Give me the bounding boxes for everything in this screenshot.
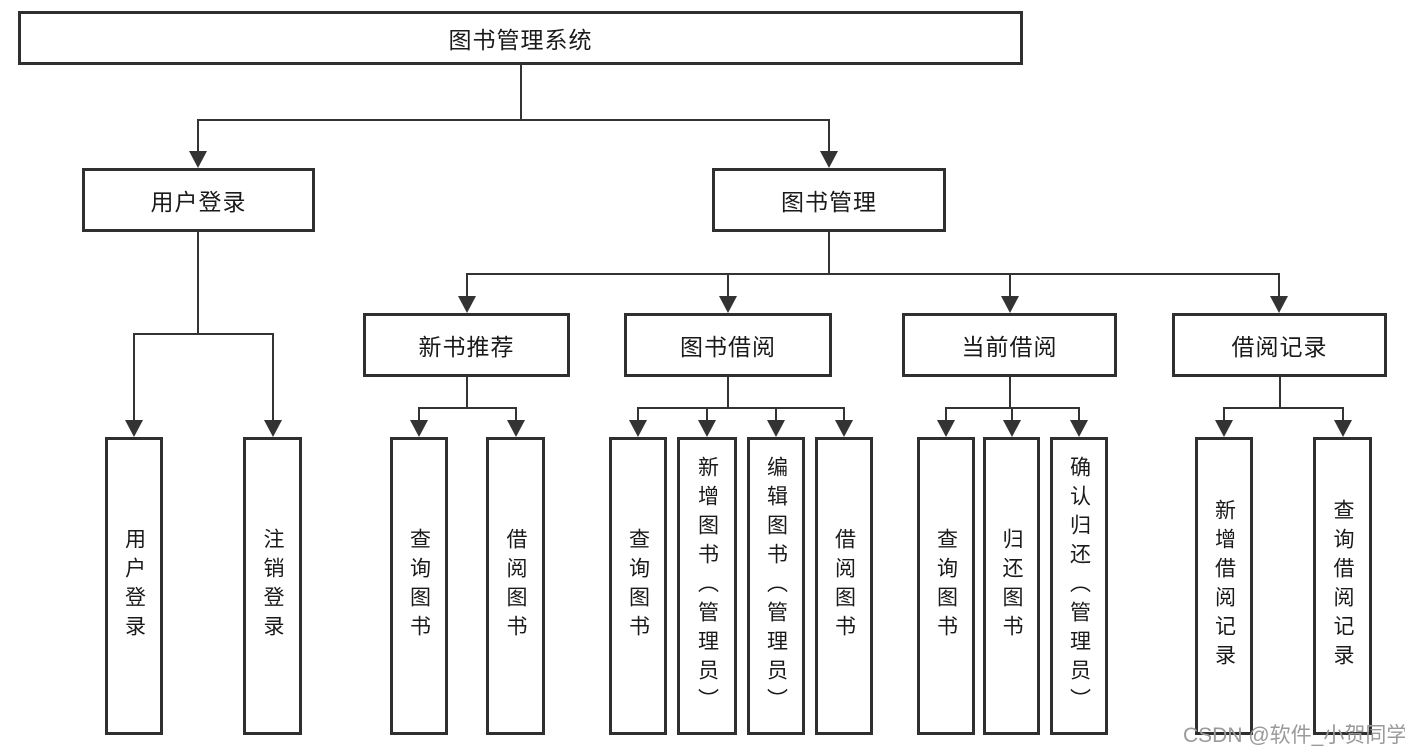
- leaf-add-borrow-record-label: 新增借阅记录: [1212, 499, 1236, 673]
- connector-line: [197, 119, 199, 153]
- arrowhead-down-icon: [629, 420, 647, 437]
- node-new-book-recommend-label: 新书推荐: [418, 334, 515, 360]
- arrowhead-down-icon: [264, 420, 282, 437]
- connector-line: [727, 377, 729, 409]
- connector-line: [515, 407, 517, 421]
- arrowhead-down-icon: [458, 296, 476, 313]
- arrowhead-down-icon: [835, 420, 853, 437]
- arrowhead-down-icon: [1270, 296, 1288, 313]
- leaf-borrow-books: 借阅图书: [815, 437, 873, 735]
- node-root: 图书管理系统: [18, 11, 1023, 65]
- connector-line: [1279, 377, 1281, 409]
- connector-line: [133, 333, 135, 421]
- connector-line: [706, 407, 708, 421]
- connector-line: [466, 273, 1280, 275]
- connector-line: [418, 407, 517, 409]
- connector-line: [1278, 273, 1280, 298]
- connector-line: [197, 119, 830, 121]
- leaf-query-books-borrow-label: 查询图书: [626, 528, 650, 644]
- leaf-query-books-current-label: 查询图书: [934, 528, 958, 644]
- leaf-return-books-label: 归还图书: [1000, 528, 1023, 644]
- arrowhead-down-icon: [1334, 420, 1352, 437]
- connector-line: [1223, 407, 1344, 409]
- leaf-user-login: 用户登录: [105, 437, 163, 735]
- connector-line: [727, 273, 729, 298]
- arrowhead-down-icon: [189, 151, 207, 168]
- node-current-borrow: 当前借阅: [902, 313, 1117, 377]
- leaf-query-books-borrow: 查询图书: [609, 437, 667, 735]
- leaf-borrow-books-label: 借阅图书: [832, 528, 856, 644]
- leaf-confirm-return-admin: 确认归还（管理员）: [1050, 437, 1108, 735]
- connector-line: [775, 407, 777, 421]
- connector-line: [1011, 407, 1013, 421]
- arrowhead-down-icon: [1003, 420, 1021, 437]
- leaf-logout-label: 注销登录: [261, 528, 284, 644]
- connector-line: [945, 407, 947, 421]
- node-new-book-recommend: 新书推荐: [363, 313, 570, 377]
- arrowhead-down-icon: [937, 420, 955, 437]
- leaf-logout: 注销登录: [243, 437, 302, 735]
- connector-line: [1009, 377, 1011, 409]
- node-book-borrow-label: 图书借阅: [680, 334, 776, 360]
- leaf-query-borrow-record-label: 查询借阅记录: [1331, 499, 1354, 673]
- arrowhead-down-icon: [1215, 420, 1233, 437]
- connector-line: [466, 377, 468, 409]
- arrowhead-down-icon: [1001, 296, 1019, 313]
- connector-line: [1223, 407, 1225, 421]
- leaf-query-books-recommend-label: 查询图书: [407, 528, 431, 644]
- connector-line: [1078, 407, 1080, 421]
- arrowhead-down-icon: [820, 151, 838, 168]
- leaf-add-books-admin-label: 新增图书（管理员）: [695, 455, 719, 717]
- connector-line: [1009, 273, 1011, 298]
- arrowhead-down-icon: [1070, 420, 1088, 437]
- connector-line: [466, 273, 468, 298]
- arrowhead-down-icon: [719, 296, 737, 313]
- connector-line: [1342, 407, 1344, 421]
- leaf-query-borrow-record: 查询借阅记录: [1313, 437, 1372, 735]
- leaf-add-books-admin: 新增图书（管理员）: [677, 437, 737, 735]
- connector-line: [133, 333, 274, 335]
- node-current-borrow-label: 当前借阅: [961, 334, 1058, 360]
- connector-line: [418, 407, 420, 421]
- arrowhead-down-icon: [410, 420, 428, 437]
- connector-line: [843, 407, 845, 421]
- node-borrow-records: 借阅记录: [1172, 313, 1387, 377]
- node-user-login-label: 用户登录: [150, 189, 247, 215]
- leaf-borrow-books-recommend: 借阅图书: [486, 437, 545, 735]
- leaf-confirm-return-admin-label: 确认归还（管理员）: [1067, 455, 1091, 717]
- connector-line: [828, 232, 830, 275]
- leaf-query-books-recommend: 查询图书: [390, 437, 448, 735]
- connector-line: [637, 407, 639, 421]
- node-book-borrow: 图书借阅: [624, 313, 832, 377]
- node-borrow-records-label: 借阅记录: [1231, 334, 1328, 360]
- leaf-add-borrow-record: 新增借阅记录: [1195, 437, 1253, 735]
- leaf-borrow-books-recommend-label: 借阅图书: [504, 528, 527, 644]
- leaf-edit-books-admin: 编辑图书（管理员）: [747, 437, 805, 735]
- connector-line: [828, 119, 830, 153]
- leaf-return-books: 归还图书: [983, 437, 1040, 735]
- arrowhead-down-icon: [125, 420, 143, 437]
- leaf-user-login-label: 用户登录: [122, 528, 146, 644]
- connector-line: [637, 407, 845, 409]
- arrowhead-down-icon: [507, 420, 525, 437]
- node-book-management-label: 图书管理: [781, 189, 877, 215]
- node-book-management: 图书管理: [712, 168, 946, 232]
- leaf-query-books-current: 查询图书: [917, 437, 975, 735]
- node-user-login: 用户登录: [82, 168, 315, 232]
- connector-line: [272, 333, 274, 421]
- csdn-watermark: CSDN @软件_小贺同学: [1183, 724, 1405, 747]
- arrowhead-down-icon: [698, 420, 716, 437]
- leaf-edit-books-admin-label: 编辑图书（管理员）: [764, 455, 788, 717]
- connector-line: [520, 65, 522, 120]
- node-root-label: 图书管理系统: [448, 27, 593, 53]
- connector-line: [197, 232, 199, 335]
- arrowhead-down-icon: [767, 420, 785, 437]
